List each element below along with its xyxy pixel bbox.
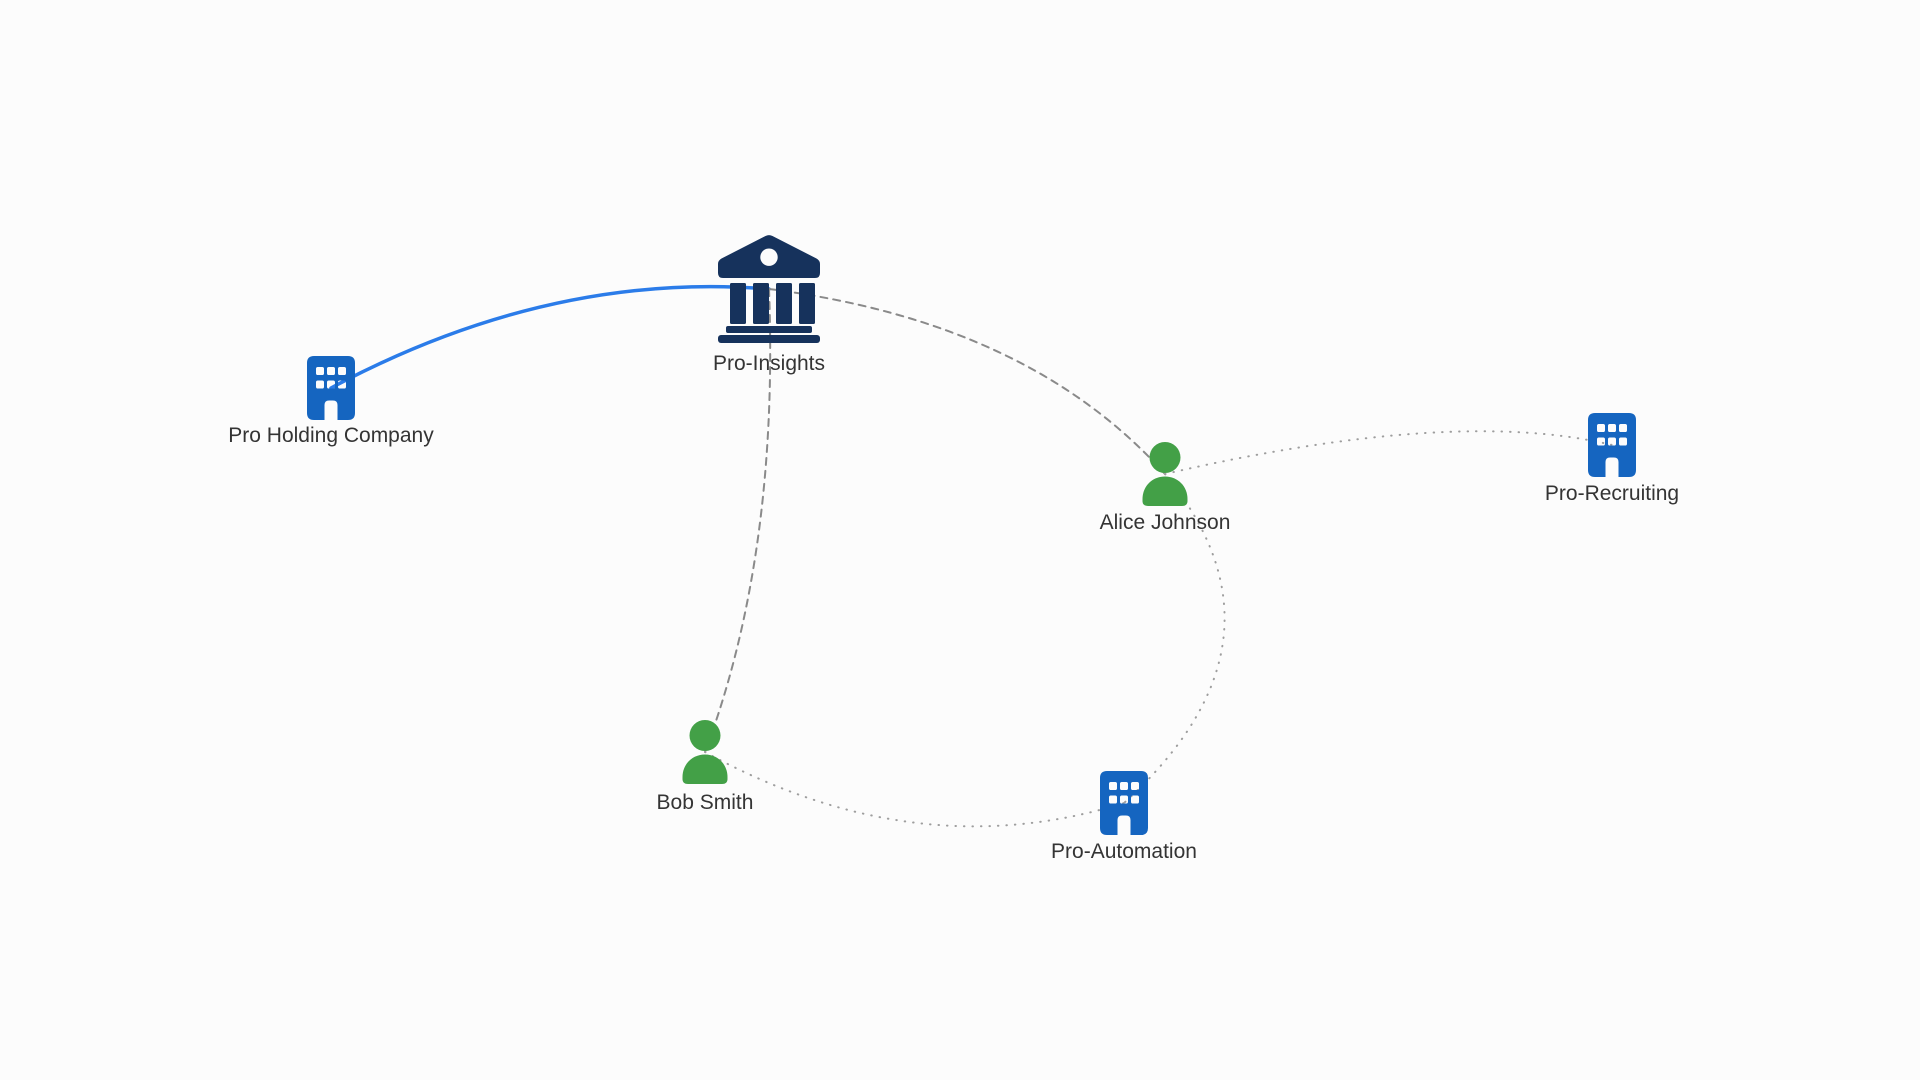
person-icon xyxy=(677,720,733,784)
bank-icon xyxy=(718,235,820,343)
edge-pro-holding-company--pro-insights[interactable] xyxy=(329,284,771,390)
node-label-pro-recruiting: Pro-Recruiting xyxy=(1544,482,1680,505)
edge-bob-smith--pro-automation[interactable] xyxy=(704,751,1125,828)
node-label-bob-smith: Bob Smith xyxy=(656,791,754,814)
office-building-icon xyxy=(1100,771,1148,835)
node-label-pro-insights: Pro-Insights xyxy=(712,352,826,375)
person-icon xyxy=(1137,442,1193,506)
office-building-icon xyxy=(1588,413,1636,477)
edge-alice-johnson--pro-recruiting[interactable] xyxy=(1164,430,1613,475)
node-label-pro-automation: Pro-Automation xyxy=(1051,840,1197,863)
edge-pro-insights--alice-johnson[interactable] xyxy=(768,288,1166,475)
node-label-pro-holding-company: Pro Holding Company xyxy=(228,424,434,447)
node-label-alice-johnson: Alice Johnson xyxy=(1099,511,1231,534)
edge-alice-johnson--pro-automation[interactable] xyxy=(1123,473,1226,804)
office-building-icon xyxy=(307,356,355,420)
edge-pro-insights--bob-smith[interactable] xyxy=(704,288,772,753)
